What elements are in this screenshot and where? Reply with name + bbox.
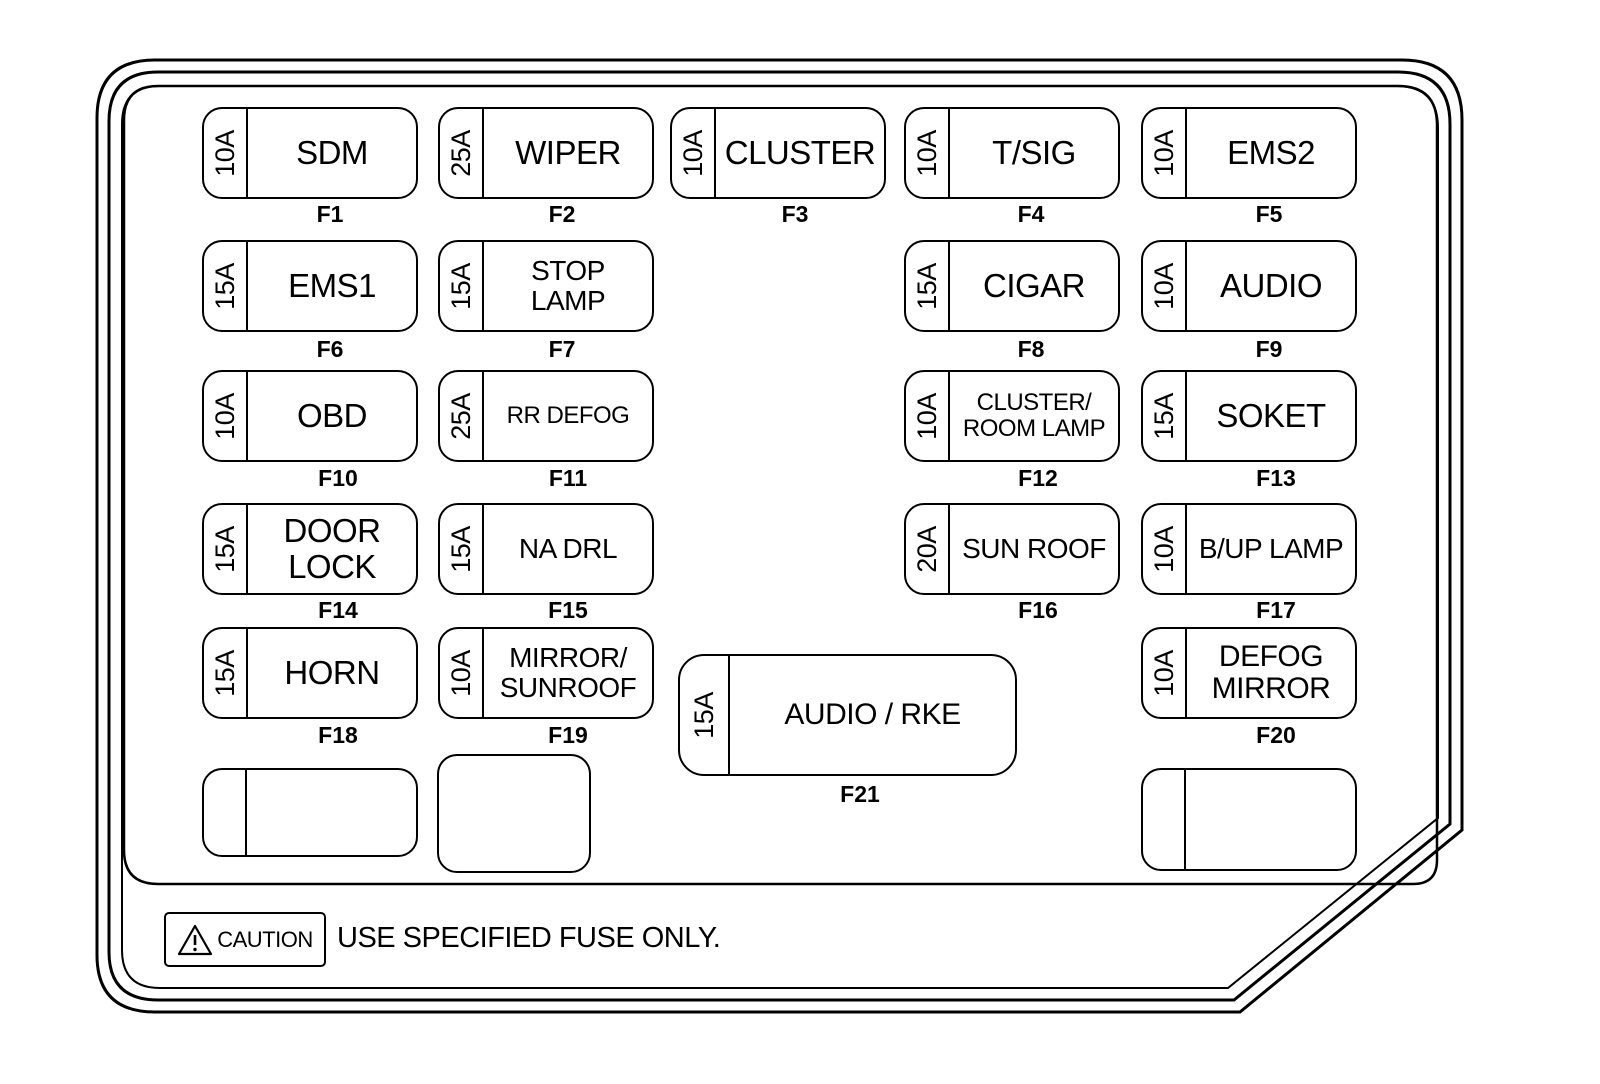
fuse-amperage: 10A bbox=[1143, 505, 1187, 593]
fuse-f15: 15A NA DRL bbox=[438, 503, 654, 595]
fuse-name: SUN ROOF bbox=[962, 532, 1106, 564]
fuse-code: F21 bbox=[840, 781, 880, 807]
fuse-name: DOOR LOCK bbox=[283, 512, 382, 585]
fuse-amperage: 20A bbox=[906, 505, 950, 593]
caution-message: USE SPECIFIED FUSE ONLY. bbox=[337, 922, 721, 954]
fuse-name: DEFOG MIRROR bbox=[1211, 639, 1331, 705]
slot-divider bbox=[245, 770, 247, 855]
fuse-f6: 15A EMS1 bbox=[202, 240, 418, 332]
fuse-code: F13 bbox=[1256, 465, 1296, 491]
fuse-f21: 15A AUDIO / RKE bbox=[678, 654, 1017, 776]
fuse-amperage: 15A bbox=[204, 242, 248, 330]
fuse-code: F18 bbox=[318, 722, 358, 748]
fuse-name: EMS2 bbox=[1227, 134, 1315, 172]
spare-fuse-slot bbox=[202, 768, 418, 857]
fuse-amperage: 10A bbox=[906, 372, 950, 460]
spare-fuse-slot bbox=[1141, 768, 1357, 871]
fuse-name: SOKET bbox=[1216, 397, 1326, 435]
fuse-name: T/SIG bbox=[992, 134, 1076, 172]
fuse-code: F19 bbox=[548, 722, 588, 748]
fuse-amperage: 10A bbox=[906, 109, 950, 197]
fuse-name: AUDIO bbox=[1219, 267, 1323, 305]
fuse-amperage: 15A bbox=[204, 505, 248, 593]
fuse-code: F20 bbox=[1256, 722, 1296, 748]
fuse-name: STOP LAMP bbox=[530, 254, 606, 316]
fuse-code: F11 bbox=[548, 465, 588, 491]
fuse-code: F4 bbox=[1017, 201, 1045, 227]
fuse-code: F10 bbox=[318, 465, 358, 491]
fuse-f11: 25A RR DEFOG bbox=[438, 370, 654, 462]
fuse-code: F17 bbox=[1256, 597, 1296, 623]
fuse-name: EMS1 bbox=[288, 267, 376, 305]
fuse-amperage: 15A bbox=[1143, 372, 1187, 460]
fuse-amperage: 15A bbox=[440, 242, 484, 330]
fuse-amperage: 10A bbox=[1143, 242, 1187, 330]
fuse-f12: 10A CLUSTER/ ROOM LAMP bbox=[904, 370, 1120, 462]
fuse-code: F7 bbox=[548, 336, 576, 362]
fuse-code: F14 bbox=[318, 597, 358, 623]
fuse-f2: 25A WIPER bbox=[438, 107, 654, 199]
caution-badge: CAUTION bbox=[164, 912, 326, 967]
slot-divider bbox=[1184, 770, 1186, 869]
fuse-amperage: 10A bbox=[204, 109, 248, 197]
fuse-f13: 15A SOKET bbox=[1141, 370, 1357, 462]
fuse-f17: 10A B/UP LAMP bbox=[1141, 503, 1357, 595]
fuse-f1: 10A SDM bbox=[202, 107, 418, 199]
fuse-f3: 10A CLUSTER bbox=[670, 107, 886, 199]
fuse-name: OBD bbox=[296, 397, 368, 435]
fuse-f19: 10A MIRROR/ SUNROOF bbox=[438, 627, 654, 719]
fuse-code: F8 bbox=[1017, 336, 1045, 362]
fuse-amperage: 15A bbox=[680, 656, 730, 774]
fuse-amperage: 25A bbox=[440, 109, 484, 197]
fuse-code: F3 bbox=[781, 201, 809, 227]
fuse-amperage: 15A bbox=[204, 629, 248, 717]
fuse-amperage: 10A bbox=[1143, 109, 1187, 197]
fuse-amperage: 10A bbox=[672, 109, 716, 197]
fuse-amperage: 15A bbox=[440, 505, 484, 593]
fuse-name: CIGAR bbox=[982, 267, 1086, 305]
fuse-f20: 10A DEFOG MIRROR bbox=[1141, 627, 1357, 719]
fuse-name: MIRROR/ SUNROOF bbox=[499, 641, 637, 703]
fuse-name: HORN bbox=[284, 654, 380, 692]
fuse-code: F5 bbox=[1255, 201, 1283, 227]
fuse-amperage: 15A bbox=[906, 242, 950, 330]
fuse-name: CLUSTER/ ROOM LAMP bbox=[962, 389, 1106, 442]
fuse-f8: 15A CIGAR bbox=[904, 240, 1120, 332]
fuse-f10: 10A OBD bbox=[202, 370, 418, 462]
fuse-f5: 10A EMS2 bbox=[1141, 107, 1357, 199]
fuse-f14: 15A DOOR LOCK bbox=[202, 503, 418, 595]
fuse-code: F15 bbox=[548, 597, 588, 623]
fuse-name: RR DEFOG bbox=[506, 402, 630, 430]
fuse-amperage: 10A bbox=[1143, 629, 1187, 717]
fuse-code: F6 bbox=[316, 336, 344, 362]
fuse-code: F12 bbox=[1018, 465, 1058, 491]
caution-label: CAUTION bbox=[217, 926, 313, 952]
fuse-f16: 20A SUN ROOF bbox=[904, 503, 1120, 595]
fuse-name: WIPER bbox=[515, 134, 621, 172]
fuse-name: AUDIO / RKE bbox=[784, 697, 961, 731]
fuse-f9: 10A AUDIO bbox=[1141, 240, 1357, 332]
fuse-name: NA DRL bbox=[518, 532, 618, 564]
fuse-f4: 10A T/SIG bbox=[904, 107, 1120, 199]
empty-fuse-slot bbox=[437, 754, 591, 873]
fuse-f18: 15A HORN bbox=[202, 627, 418, 719]
fuse-amperage: 10A bbox=[204, 372, 248, 460]
fuse-name: CLUSTER bbox=[724, 134, 876, 172]
warning-triangle-icon bbox=[178, 924, 213, 955]
fuse-code: F2 bbox=[548, 201, 576, 227]
fuse-name: B/UP LAMP bbox=[1198, 532, 1344, 564]
fuse-name: SDM bbox=[296, 134, 368, 172]
fuse-amperage: 25A bbox=[440, 372, 484, 460]
fuse-code: F1 bbox=[316, 201, 344, 227]
fuse-f7: 15A STOP LAMP bbox=[438, 240, 654, 332]
fuse-code: F16 bbox=[1018, 597, 1058, 623]
fuse-code: F9 bbox=[1255, 336, 1283, 362]
fuse-amperage: 10A bbox=[440, 629, 484, 717]
